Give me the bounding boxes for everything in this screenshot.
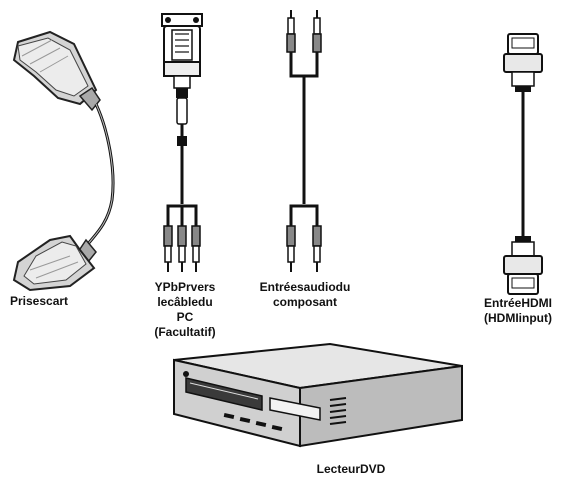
label-ypbpr: YPbPrvers lecâbledu PC (Facultatif)	[130, 280, 240, 340]
label-audio-line-1: Entréesaudiodu	[259, 280, 351, 294]
label-scart: Prisescart	[10, 294, 100, 309]
audio-rca-plugs-top	[286, 10, 322, 53]
label-dvd: LecteurDVD	[296, 462, 406, 477]
label-ypbpr-line-4: (Facultatif)	[154, 325, 216, 339]
scart-cable	[12, 30, 115, 292]
vga-connector	[161, 13, 203, 146]
label-hdmi-line-2: (HDMIinput)	[484, 311, 552, 325]
audio-rca-plugs-bottom	[286, 225, 322, 272]
label-ypbpr-line-3: PC	[176, 310, 194, 324]
label-audio-line-2: composant	[272, 295, 337, 309]
hdmi-cable	[503, 33, 543, 295]
label-scart-line: Prisescart	[10, 294, 69, 308]
label-dvd-line: LecteurDVD	[316, 462, 386, 476]
label-ypbpr-line-1: YPbPrvers	[154, 280, 216, 294]
label-hdmi: EntréeHDMI (HDMIinput)	[468, 296, 568, 326]
label-ypbpr-line-2: lecâbledu	[157, 295, 213, 309]
dvd-player	[173, 342, 463, 448]
hdmi-plug-top	[503, 33, 543, 92]
label-audio: Entréesaudiodu composant	[240, 280, 370, 310]
hdmi-plug-bottom	[503, 236, 543, 295]
label-hdmi-line-1: EntréeHDMI	[483, 296, 552, 310]
scart-plug-top	[12, 30, 101, 112]
scart-plug-bottom	[12, 234, 97, 292]
component-audio-cable	[286, 10, 322, 272]
ypbpr-vga-cable	[161, 13, 203, 272]
ypbpr-rca-plugs	[163, 225, 201, 272]
